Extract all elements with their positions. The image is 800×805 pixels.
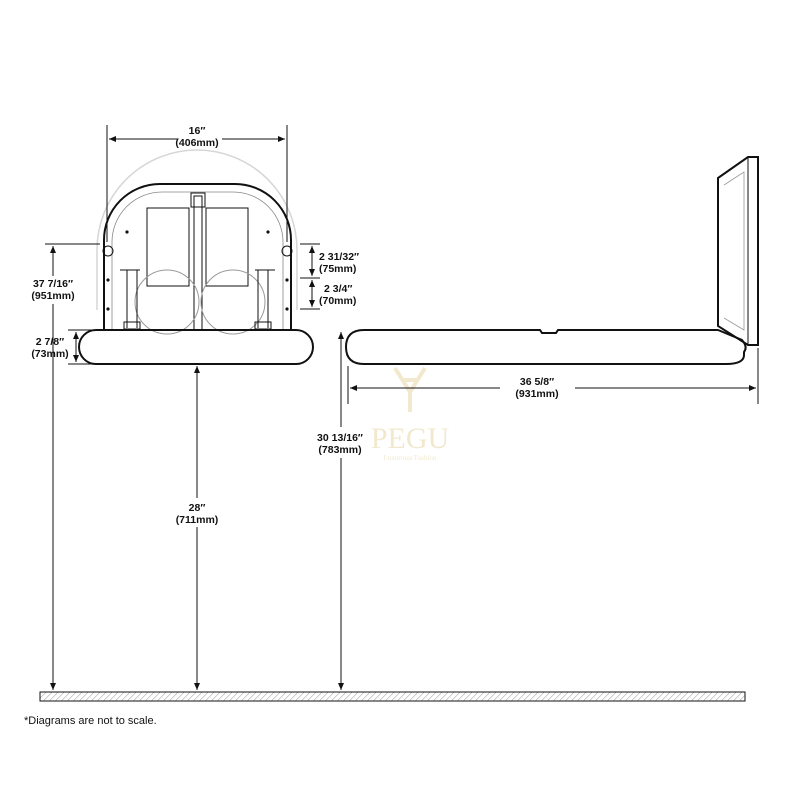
bed-thickness-label: 2 7/8″ [36, 336, 64, 348]
bed-thickness-label-mm: (73mm) [31, 348, 68, 360]
height-label-mm: (951mm) [31, 290, 74, 302]
front-view-unit [78, 149, 314, 365]
watermark-brand: PEGU [371, 422, 450, 455]
width-label: 16″ [189, 125, 206, 137]
top-height-label-mm: (783mm) [318, 444, 361, 456]
mounting-hole-right-icon [281, 245, 293, 257]
width-label-mm: (406mm) [175, 137, 218, 149]
dimension-depth-36in: 36 5/8″ (931mm) [347, 348, 759, 404]
side-view-unit [344, 156, 759, 365]
bracket-label-mm: (70mm) [319, 295, 356, 307]
hole-offset-label: 2 31/32″ [319, 251, 359, 263]
bracket-label: 2 3/4″ [324, 283, 352, 295]
dimension-bed-thickness: 2 7/8″ (73mm) [31, 329, 96, 365]
mounting-hole-left-icon [102, 245, 114, 257]
watermark-tagline: Luxurious Fashion [384, 454, 437, 462]
watermark: PEGU Luxurious Fashion [371, 366, 450, 462]
floor [39, 691, 746, 702]
watermark-logo-icon [393, 366, 427, 412]
top-height-label: 30 13/16″ [317, 432, 363, 444]
bed-height-label-mm: (711mm) [176, 514, 219, 526]
dimension-height-37in: 37 7/16″ (951mm) [31, 243, 100, 690]
dimension-width-16in: 16″ (406mm) [106, 125, 288, 242]
dimension-top-height: 30 13/16″ (783mm) [317, 332, 363, 690]
bed-height-label: 28″ [189, 502, 206, 514]
dimension-hole-offset: 2 31/32″ (75mm) 2 3/4″ (70mm) [300, 243, 359, 310]
dimension-bed-height-28in: 28″ (711mm) [176, 366, 219, 690]
depth-label: 36 5/8″ [520, 376, 554, 388]
height-label: 37 7/16″ [33, 278, 73, 290]
depth-label-mm: (931mm) [515, 388, 558, 400]
footnote: *Diagrams are not to scale. [24, 715, 157, 727]
hole-offset-label-mm: (75mm) [319, 263, 356, 275]
